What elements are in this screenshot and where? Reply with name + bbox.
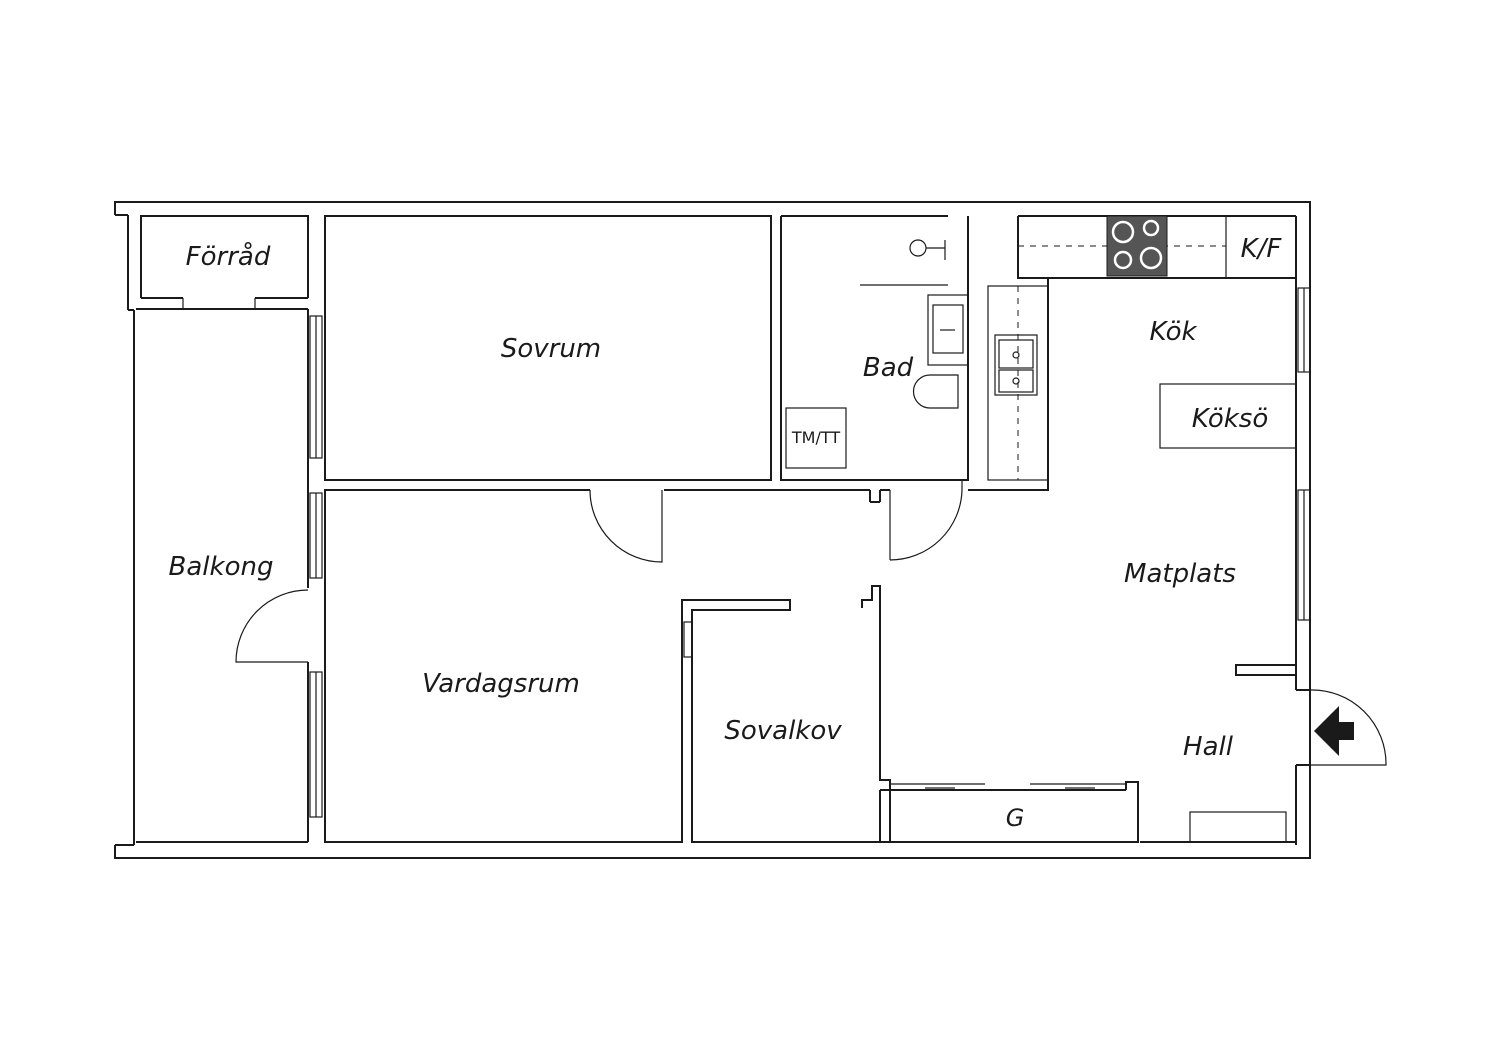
storage-room	[140, 215, 309, 308]
label-forrad: Förråd	[186, 241, 271, 272]
label-washer-dryer: TM/TT	[791, 428, 840, 447]
label-hall: Hall	[1183, 732, 1234, 762]
wardrobe	[879, 781, 1139, 843]
washer-dryer-box	[785, 407, 847, 469]
windows-east	[1297, 287, 1311, 621]
alcove-walls	[861, 489, 891, 843]
bathroom	[780, 215, 969, 561]
balcony	[136, 308, 309, 843]
label-garderob: G	[1006, 804, 1025, 832]
label-bad: Bad	[863, 353, 914, 383]
label-kok: Kök	[1149, 317, 1197, 347]
windows-west	[309, 315, 323, 818]
bedroom	[324, 215, 772, 481]
outer-walls	[114, 201, 1311, 859]
hall	[1140, 664, 1387, 843]
label-balkong: Balkong	[169, 552, 274, 582]
kitchen	[968, 215, 1297, 491]
living-room	[324, 489, 870, 843]
label-sovrum: Sovrum	[501, 334, 601, 364]
label-matplats: Matplats	[1124, 559, 1236, 589]
entrance-arrow-icon	[1314, 706, 1354, 756]
stove	[1106, 215, 1168, 277]
label-koksö: Köksö	[1192, 404, 1269, 434]
label-fridge-freezer: K/F	[1241, 234, 1283, 264]
label-vardagsrum: Vardagsrum	[422, 669, 580, 699]
label-sovalkov: Sovalkov	[724, 716, 842, 746]
